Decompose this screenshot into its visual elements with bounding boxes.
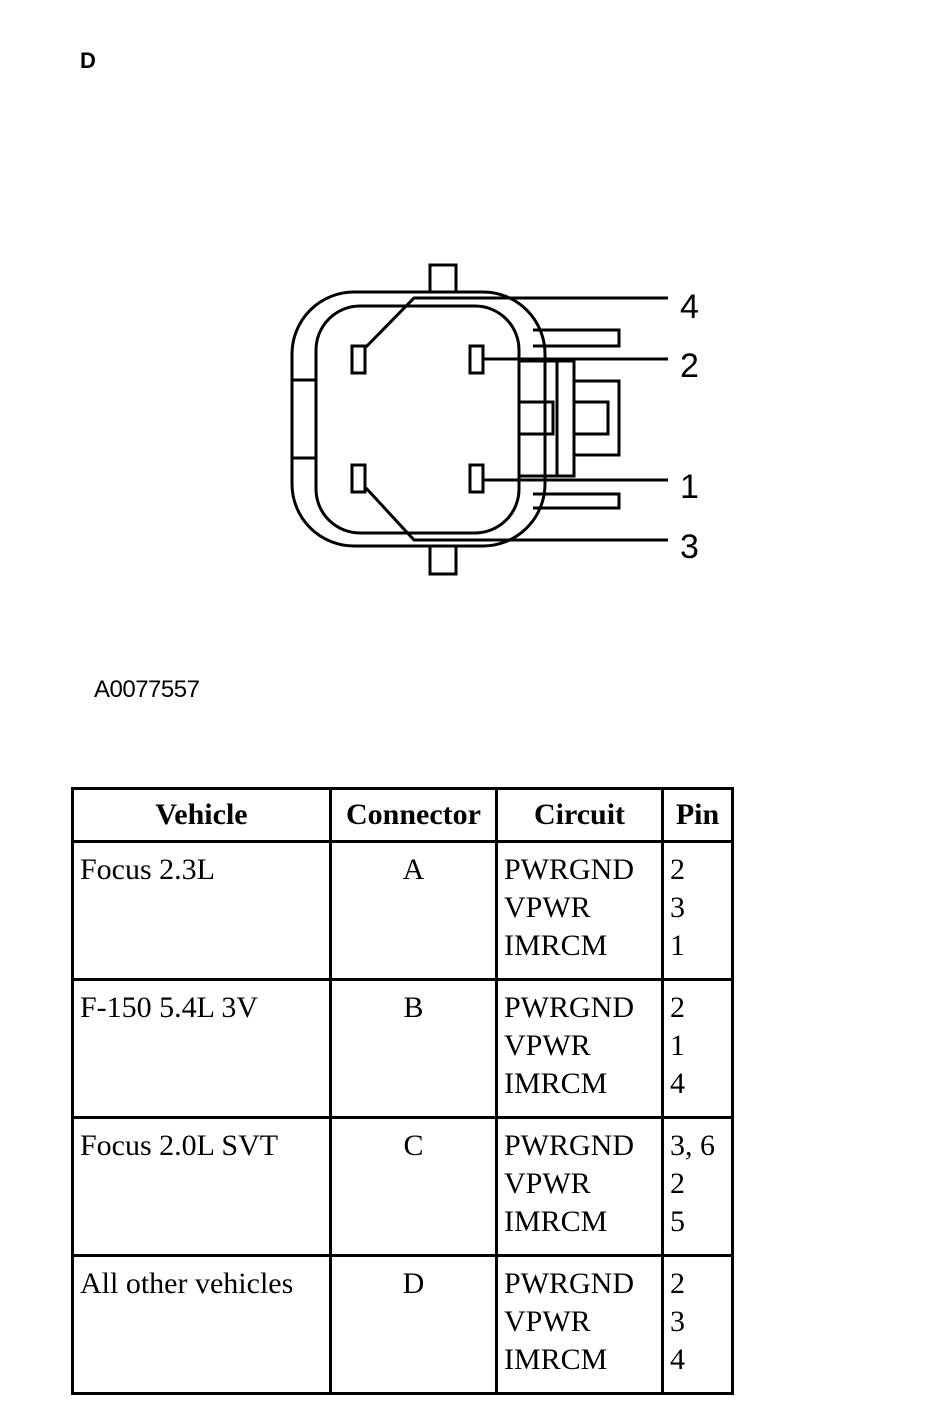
pin-value: 2 [670,853,685,886]
header-connector: Connector [329,787,498,843]
circuit-cell: PWRGND VPWR IMRCM [495,840,664,981]
circuit-cell: PWRGND VPWR IMRCM [495,1116,664,1257]
leader-line-pin-3 [364,486,668,542]
leader-line-pin-4 [364,296,668,349]
table-row: All other vehicles D PWRGND VPWR IMRCM 2… [71,1254,734,1395]
circuit-value: VPWR [504,1029,591,1062]
pin-cell: 2 3 4 [661,1254,734,1395]
connector-cell: C [329,1116,498,1257]
circuit-value: VPWR [504,1167,591,1200]
pin-label-4: 4 [680,288,699,326]
pin-value: 2 [670,1267,685,1300]
latch-lower-rail [533,492,621,510]
vehicle-cell: Focus 2.3L [71,840,332,981]
table-row: Focus 2.3L A PWRGND VPWR IMRCM 2 3 1 [71,840,734,981]
pin-value: 2 [670,1167,685,1200]
connector-cell: D [329,1254,498,1395]
latch-outer-box [574,379,621,457]
terminal-pin-1 [468,463,485,494]
table-header-row: Vehicle Connector Circuit Pin [71,787,734,843]
connector-bottom-tab [428,545,458,576]
circuit-value: IMRCM [504,1343,608,1376]
header-pin: Pin [661,787,734,843]
pin-value: 3 [670,1305,685,1338]
circuit-value: VPWR [504,1305,591,1338]
pin-label-1: 1 [680,468,699,506]
diagram-label: D [80,48,96,73]
connector-diagram: 4 2 1 3 [290,263,699,576]
vehicle-cell: Focus 2.0L SVT [71,1116,332,1257]
header-circuit: Circuit [495,787,664,843]
terminal-pin-2 [468,344,485,375]
pin-value: 1 [670,1029,685,1062]
circuit-value: PWRGND [504,853,635,886]
vehicle-cell: All other vehicles [71,1254,332,1395]
pin-cell: 2 3 1 [661,840,734,981]
terminal-pin-3 [350,463,367,494]
pin-label-3: 3 [680,528,699,566]
circuit-value: IMRCM [504,1205,608,1238]
pin-value: 2 [670,991,685,1024]
circuit-cell: PWRGND VPWR IMRCM [495,1254,664,1395]
pin-cell: 3, 6 2 5 [661,1116,734,1257]
pin-cell: 2 1 4 [661,978,734,1119]
table-row: F-150 5.4L 3V B PWRGND VPWR IMRCM 2 1 4 [71,978,734,1119]
circuit-value: IMRCM [504,929,608,962]
circuit-cell: PWRGND VPWR IMRCM [495,978,664,1119]
latch-upper-rail [533,328,621,348]
circuit-value: PWRGND [504,991,635,1024]
latch-slot-right [572,400,610,436]
connector-inner-housing [314,304,521,535]
pin-value: 3, 6 [670,1129,715,1162]
connector-top-tab [428,263,458,293]
table-row: Focus 2.0L SVT C PWRGND VPWR IMRCM 3, 6 … [71,1116,734,1257]
pin-assignment-table: Vehicle Connector Circuit Pin Focus 2.3L… [71,787,734,1395]
circuit-value: PWRGND [504,1267,635,1300]
vehicle-cell: F-150 5.4L 3V [71,978,332,1119]
pin-value: 4 [670,1343,685,1376]
pin-value: 3 [670,891,685,924]
pin-value: 4 [670,1067,685,1100]
terminal-pin-4 [350,344,367,375]
connector-outer-housing [290,290,547,548]
figure-id: A0077557 [94,676,200,703]
pin-label-2: 2 [680,347,699,385]
header-vehicle: Vehicle [71,787,332,843]
connector-cell: A [329,840,498,981]
pin-value: 1 [670,929,685,962]
circuit-value: VPWR [504,891,591,924]
connector-cell: B [329,978,498,1119]
pin-value: 5 [670,1205,685,1238]
latch-slot-left [517,400,555,436]
circuit-value: PWRGND [504,1129,635,1162]
circuit-value: IMRCM [504,1067,608,1100]
